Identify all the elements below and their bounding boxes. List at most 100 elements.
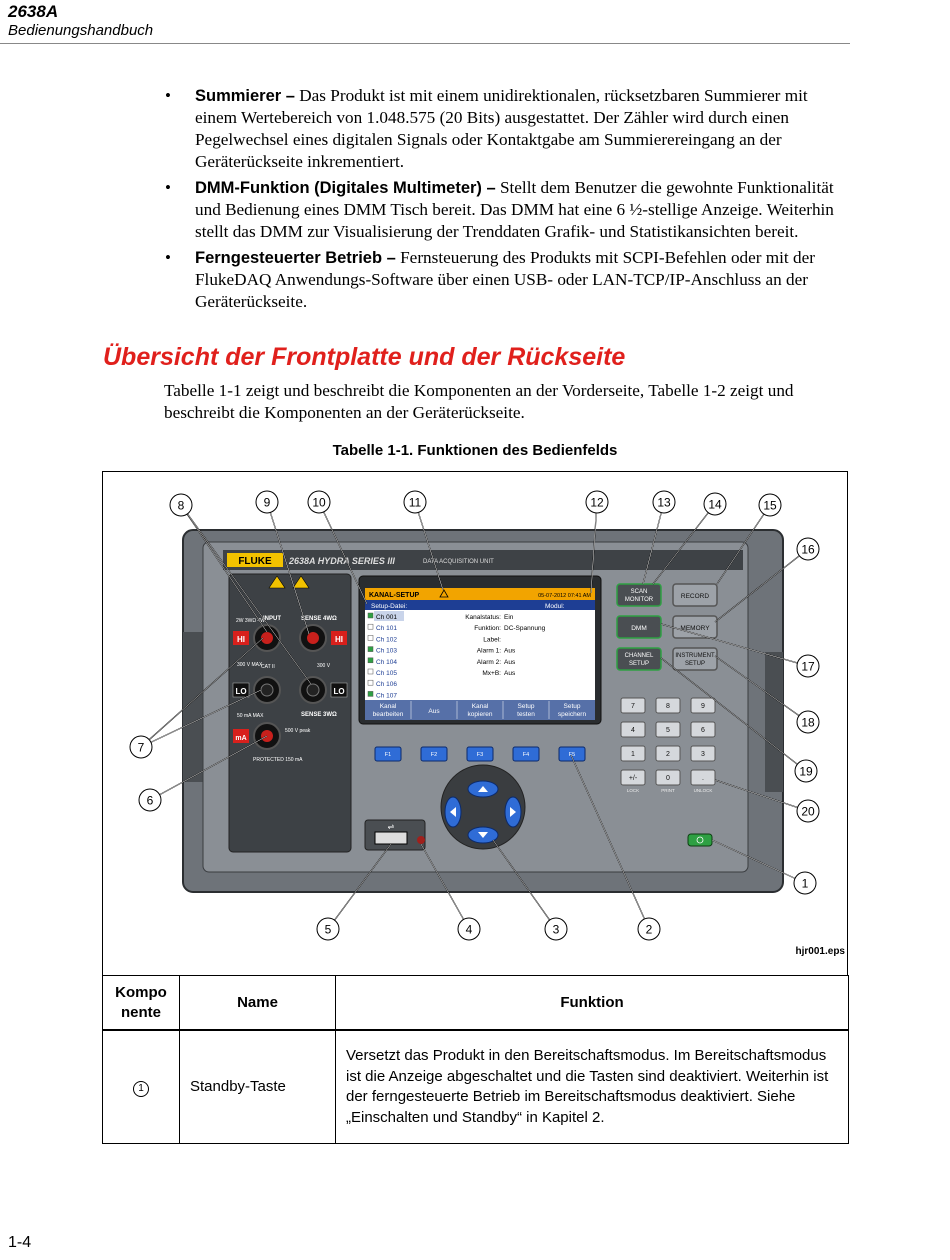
standby-button[interactable] xyxy=(687,833,713,847)
list-item: •DMM-Funktion (Digitales Multimeter) – S… xyxy=(162,177,852,243)
keypad-key[interactable] xyxy=(620,721,646,738)
ma-label: mA xyxy=(235,735,246,742)
bullet-icon: • xyxy=(165,178,171,197)
callout-marker xyxy=(585,490,609,514)
callout-marker xyxy=(169,493,193,517)
channel-item[interactable]: Ch 104 xyxy=(376,659,397,666)
hi-tag xyxy=(233,631,249,645)
keypad-key[interactable] xyxy=(655,769,681,786)
input-label: INPUT xyxy=(263,616,281,622)
callout-number: 9 xyxy=(264,496,271,510)
function-button[interactable] xyxy=(616,615,662,639)
button-label: SETUP xyxy=(685,661,705,667)
softkey-label: kopieren xyxy=(468,711,493,718)
keypad-key[interactable] xyxy=(690,745,716,762)
keypad-key[interactable] xyxy=(620,697,646,714)
fkey-button[interactable] xyxy=(558,746,586,762)
usb-port[interactable] xyxy=(374,831,408,845)
arrow-down-icon xyxy=(478,832,488,838)
callout-marker xyxy=(652,490,676,514)
lo-tag xyxy=(330,682,348,698)
keypad-key[interactable] xyxy=(620,745,646,762)
col-header-component: Kompo nente xyxy=(102,975,180,1031)
callout-leader-highlight xyxy=(660,657,807,772)
jack-core xyxy=(307,632,319,644)
callout-number: 16 xyxy=(801,543,815,557)
fkey-button[interactable] xyxy=(512,746,540,762)
bullet-text: Stellt dem Benutzer die gewohnte Funktio… xyxy=(195,178,834,241)
key-label: 9 xyxy=(701,703,705,710)
keypad-key[interactable] xyxy=(655,745,681,762)
wires-label: 2W 3WΩ 4W xyxy=(236,618,265,624)
nav-pad xyxy=(440,764,526,850)
channel-item[interactable]: Ch 105 xyxy=(376,670,397,677)
fkey-button[interactable] xyxy=(420,746,448,762)
channel-item[interactable]: Ch 103 xyxy=(376,648,397,655)
left-handle xyxy=(183,632,203,782)
detail-label: Funktion: xyxy=(474,625,501,632)
callout-leader-highlight xyxy=(420,843,470,930)
callout-leaders xyxy=(140,501,809,930)
screen-subheader xyxy=(365,600,595,610)
table-header-row: Kompo nente Name Funktion xyxy=(102,975,849,1031)
arrow-left-icon xyxy=(450,807,456,817)
callout-leader-highlight xyxy=(414,501,444,591)
warning-icon xyxy=(268,575,286,589)
screen-warning-icon xyxy=(439,589,449,598)
callout-leader-highlight xyxy=(714,779,809,812)
keypad-key[interactable] xyxy=(690,769,716,786)
col-header-function: Funktion xyxy=(335,975,849,1031)
softkey-label: Kanal xyxy=(472,703,489,710)
channel-item[interactable]: Ch 101 xyxy=(376,625,397,632)
fkey-button[interactable] xyxy=(374,746,402,762)
screen-datetime: 05-07-2012 07:41 AM xyxy=(538,593,591,599)
callout-marker xyxy=(316,917,340,941)
module-label: Modul: xyxy=(545,603,565,610)
fkey-label: F3 xyxy=(477,752,483,758)
channel-status-icon xyxy=(367,646,374,652)
channel-status-icon xyxy=(367,691,374,697)
v300-label: 300 V MAX xyxy=(237,662,263,668)
fkey-button[interactable] xyxy=(466,746,494,762)
detail-value: Aus xyxy=(504,670,516,677)
callout-leader-highlight xyxy=(266,501,310,635)
key-sublabel: PRINT xyxy=(661,788,675,793)
function-button[interactable] xyxy=(616,647,662,671)
callout-marker xyxy=(796,654,820,678)
list-item: •Ferngesteuerter Betrieb – Fernsteuerung… xyxy=(162,247,852,313)
function-button[interactable] xyxy=(672,583,718,607)
channel-list: Ch 001 Ch 101 Ch 102 Ch 103 Ch 104 Ch 105 Ch 1… xyxy=(367,611,404,699)
key-label: 3 xyxy=(701,751,705,758)
softkey-label: testen xyxy=(517,711,535,718)
channel-item[interactable]: Ch 106 xyxy=(376,681,397,688)
keypad-key[interactable] xyxy=(655,697,681,714)
button-label: SETUP xyxy=(629,661,649,667)
callout-leader-highlight xyxy=(714,548,809,623)
keypad-key[interactable] xyxy=(690,697,716,714)
channel-item[interactable]: Ch 107 xyxy=(376,692,397,699)
callout-marker xyxy=(793,871,817,895)
channel-item[interactable]: Ch 102 xyxy=(376,636,397,643)
lo-tag xyxy=(232,682,250,698)
bullet-icon: • xyxy=(165,86,171,105)
keypad-key[interactable] xyxy=(620,769,646,786)
callout-leader-highlight xyxy=(140,637,264,748)
page-number: 1-4 xyxy=(8,1234,32,1251)
channel-status-icon xyxy=(367,657,374,664)
component-number: 1 xyxy=(133,1080,149,1097)
callout-number: 2 xyxy=(646,923,653,937)
channel-item[interactable]: Ch 001 xyxy=(376,614,397,621)
function-button[interactable] xyxy=(672,647,718,671)
protected-label: PROTECTED 150 mA xyxy=(253,757,303,763)
sense-4w-label: SENSE 4WΩ xyxy=(301,616,337,622)
function-button[interactable] xyxy=(616,583,662,607)
usb-icon: ⇌ xyxy=(388,822,395,831)
callout-marker xyxy=(703,492,727,516)
keypad-key[interactable] xyxy=(655,721,681,738)
cell-function: Versetzt das Produkt in den Bereitschaft… xyxy=(335,1029,849,1144)
softkey-label: Setup xyxy=(564,703,581,710)
keypad-key[interactable] xyxy=(690,721,716,738)
button-label: SCAN xyxy=(631,589,648,595)
sense-3w-label: SENSE 3WΩ xyxy=(301,712,337,718)
